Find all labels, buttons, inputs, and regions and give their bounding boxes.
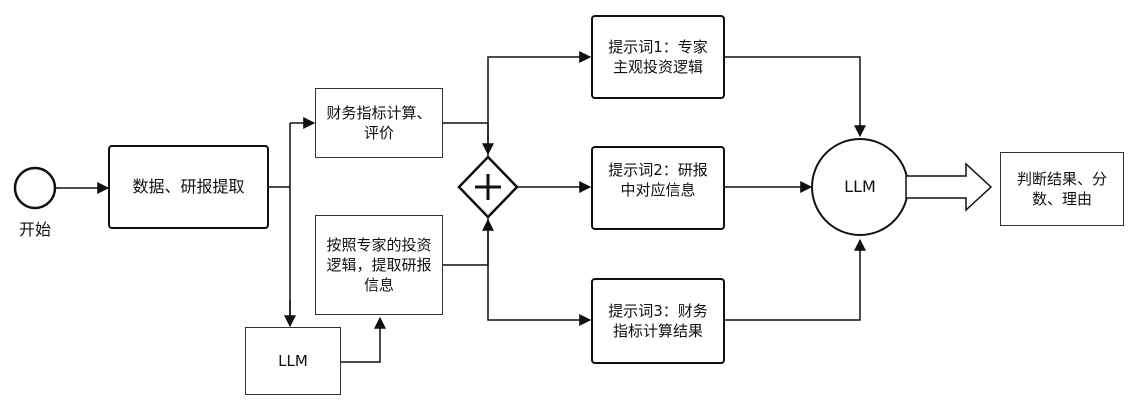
block-arrow-llm-to-result — [905, 162, 993, 212]
node-llm-small-label: LLM — [278, 352, 308, 370]
edge-gateway-to-prompt1 — [487, 51, 592, 157]
node-prompt1-label: 提示词1：专家主观投资逻辑 — [608, 38, 708, 76]
node-prompt2-label: 提示词2：研报中对应信息 — [608, 161, 708, 199]
node-result — [1000, 152, 1124, 226]
node-financial-calc-label: 财务指标计算、评价 — [326, 104, 432, 142]
node-llm-small — [245, 327, 341, 395]
edge-prompt1-to-llm — [725, 56, 866, 138]
node-data-extract — [108, 145, 269, 229]
edge-financial-to-gateway — [443, 122, 494, 156]
node-prompt3-label: 提示词3：财务指标计算结果 — [608, 302, 708, 340]
start-event-circle — [13, 166, 57, 210]
edge-prompt3-to-llm — [725, 238, 866, 321]
edge-gateway-to-prompt3 — [487, 217, 592, 326]
gateway-symbol-label: + — [478, 177, 498, 197]
node-prompt1 — [591, 15, 725, 99]
node-extract-by-logic-label: 按照专家的投资逻辑，提取研报信息 — [326, 236, 432, 294]
node-data-extract-label: 数据、研报提取 — [132, 177, 245, 196]
node-prompt2 — [591, 146, 725, 230]
node-result-label: 判断结果、分数、理由 — [1016, 170, 1107, 208]
node-llm-main-label: LLM — [844, 177, 876, 196]
edge-extract-logic-to-gateway — [443, 218, 494, 266]
edge-llm-small-to-extract-logic — [341, 316, 386, 363]
start-label: 开始 — [18, 220, 51, 239]
node-prompt3 — [591, 278, 725, 364]
node-financial-calc — [315, 88, 443, 158]
node-extract-by-logic — [315, 215, 443, 315]
